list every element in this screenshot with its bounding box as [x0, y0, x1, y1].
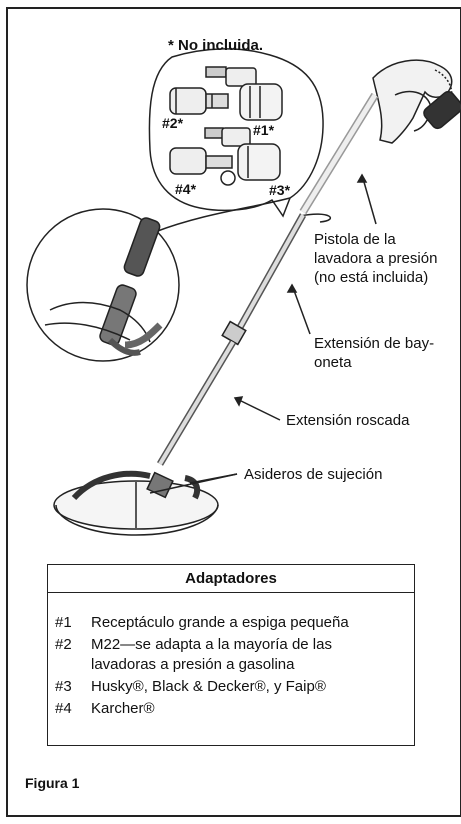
handles-pointer-line-2: [149, 473, 238, 494]
adapter-description: M22—se adapta a la mayoría de las lavado…: [91, 636, 332, 673]
adapters-title: Adaptadores: [48, 565, 414, 593]
detail-magnifier: [26, 197, 332, 362]
label-adapter-2: #2*: [162, 115, 184, 131]
threaded-extension-drawing: [156, 340, 237, 466]
adapter-bubble: [148, 48, 324, 218]
adapter-description: Husky®, Black & Decker®, y Faip®: [91, 678, 326, 695]
label-adapter-3: #3*: [269, 182, 291, 198]
adapter-description: Receptáculo grande a espiga pequeña: [91, 614, 349, 631]
adapter-2-drawing: [169, 87, 229, 115]
adapters-table: Adaptadores: [47, 564, 415, 746]
adapter-row: #2 M22—se adapta a la mayoría de las lav…: [47, 635, 447, 675]
threaded-pointer-arrow: [233, 396, 244, 407]
gun-pointer-arrow: [356, 173, 368, 183]
adapter-row: #1 Receptáculo grande a espiga pequeña: [47, 613, 447, 633]
assembly-illustration: [26, 48, 461, 536]
bayonet-extension-drawing: [221, 213, 307, 346]
not-included-note: * No incluida.: [168, 37, 264, 54]
figure-caption: Figura 1: [25, 775, 80, 791]
label-adapter-4: #4*: [175, 181, 197, 197]
bayonet-pointer-line: [291, 284, 311, 335]
threaded-label: Extensión roscada: [286, 412, 410, 429]
surface-cleaner-drawing: [53, 470, 219, 536]
bayonet-label-line2: oneta: [314, 354, 352, 371]
adapter-number: #3: [55, 678, 72, 695]
adapter-number: #4: [55, 700, 72, 717]
bayonet-label-line1: Extensión de bay-: [314, 335, 435, 352]
adapter-number: #2: [55, 636, 72, 653]
adapter-row: #3 Husky®, Black & Decker®, y Faip®: [47, 677, 447, 697]
gun-label-line3: (no está incluida): [314, 269, 429, 286]
gun-pointer-line: [361, 174, 377, 225]
threaded-pointer-line: [234, 397, 281, 421]
label-adapter-1: #1*: [253, 122, 275, 138]
adapter-description: Karcher®: [91, 700, 155, 717]
adapter-3-drawing: [204, 127, 281, 181]
adapter-1-drawing: [205, 66, 283, 121]
adapters-list: #1 Receptáculo grande a espiga pequeña #…: [47, 613, 447, 721]
handles-label: Asideros de sujeción: [244, 466, 383, 483]
adapter-4-drawing: [169, 147, 236, 186]
adapter-row: #4 Karcher®: [47, 699, 447, 719]
gun-label-line2: lavadora a presión: [314, 250, 438, 267]
bayonet-pointer-arrow: [286, 283, 298, 293]
spray-gun-drawing: [299, 59, 461, 215]
gun-label-line1: Pistola de la: [314, 231, 396, 248]
adapter-number: #1: [55, 614, 72, 631]
